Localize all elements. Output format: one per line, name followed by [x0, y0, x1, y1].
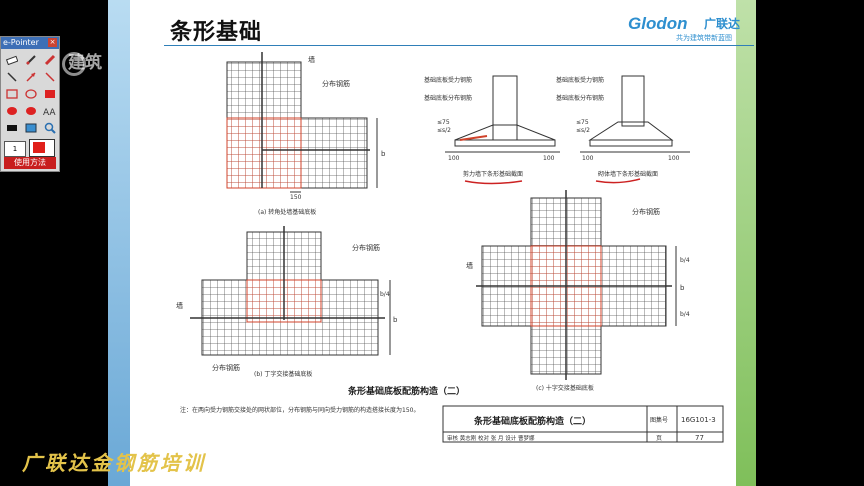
section-shear-wall	[445, 75, 560, 153]
caption-masonry: 砌体墙下条形基础截面	[598, 170, 658, 178]
caption-c: (c) 十字交接基础底板	[536, 384, 594, 392]
note-text: 注：在两向受力钢筋交接处的网状部位，分布钢筋与同向受力钢筋的构造搭接长度为150…	[180, 406, 419, 414]
label-s2: ≤s/2	[437, 127, 451, 134]
page-label: 页	[656, 435, 662, 442]
slide-left-stripe	[108, 0, 130, 486]
current-color-swatch	[33, 142, 45, 153]
label-wall-a: 墙	[308, 55, 315, 64]
pen-icon[interactable]	[23, 53, 39, 67]
figure-b-tee	[190, 226, 391, 356]
toolbar-close-button[interactable]: ×	[48, 38, 57, 47]
arrow-icon[interactable]	[23, 70, 39, 84]
label-100-c: 100	[582, 155, 594, 162]
label-150: 150	[290, 194, 302, 201]
label-b-c: b	[680, 284, 685, 292]
label-wall-c: 墙	[466, 261, 473, 270]
section-masonry-wall	[580, 75, 690, 153]
watermark-icon	[62, 52, 86, 76]
highlight-icon[interactable]	[4, 121, 20, 135]
rect-fill-icon[interactable]	[42, 87, 58, 101]
logo-cn-text: 广联达	[704, 17, 741, 31]
training-banner: 广联达金钢筋培训	[22, 451, 206, 475]
underline-masonry	[595, 178, 641, 184]
line-width-select[interactable]: 1	[4, 141, 26, 157]
figure-c-cross	[476, 190, 677, 380]
slide-right-stripe	[736, 0, 756, 486]
label-b4-c: b/4	[680, 257, 690, 264]
label-100-d: 100	[668, 155, 680, 162]
font-icon[interactable]: AA	[42, 104, 58, 118]
title-divider	[164, 45, 754, 46]
label-dist-c: 分布钢筋	[632, 207, 660, 216]
label-dist-b2: 分布钢筋	[212, 363, 240, 372]
label-b-b: b	[393, 316, 398, 324]
title-block	[442, 405, 724, 443]
label-b4-c2: b/4	[680, 311, 690, 318]
slide-title: 条形基础	[170, 20, 263, 45]
label-main-bar-2: 基础底板受力钢筋	[556, 76, 604, 84]
underline-shear	[464, 180, 523, 185]
label-b-a: b	[381, 150, 386, 158]
zoom-icon[interactable]	[42, 121, 58, 135]
screen-icon[interactable]	[23, 121, 39, 135]
color-picker[interactable]	[29, 139, 55, 157]
page-number: 77	[695, 434, 704, 442]
atlas-label: 图集号	[650, 416, 668, 424]
glodon-logo: Glodon	[628, 14, 688, 33]
label-100-a: 100	[448, 155, 460, 162]
caption-a: (a) 转角处墙基础底板	[258, 208, 316, 216]
epointer-toolbar: e-Pointer × AA 1 使用方法	[0, 36, 60, 172]
slide	[108, 0, 756, 486]
main-caption: 条形基础底板配筋构造（二）	[347, 385, 465, 397]
label-75: ≤75	[437, 119, 450, 126]
text-icon[interactable]	[23, 104, 39, 118]
label-s2-b: ≤s/2	[576, 127, 590, 134]
eraser-icon[interactable]	[4, 53, 20, 67]
atlas-number: 16G101-3	[681, 416, 716, 424]
label-dist-a: 分布钢筋	[322, 79, 350, 88]
logo-slogan: 共为建筑带新蓝图	[676, 34, 732, 42]
marker-icon[interactable]	[42, 53, 58, 67]
watermark-text: 建筑	[68, 53, 102, 73]
label-dist-bar-1: 基础底板分布钢筋	[424, 94, 472, 102]
line-icon[interactable]	[4, 70, 20, 84]
rect-outline-icon[interactable]	[4, 87, 20, 101]
label-dist-bar-2: 基础底板分布钢筋	[556, 94, 604, 102]
help-button[interactable]: 使用方法	[4, 157, 56, 169]
label-75-b: ≤75	[576, 119, 589, 126]
dash-icon[interactable]	[42, 70, 58, 84]
label-main-bar-1: 基础底板受力钢筋	[424, 76, 472, 84]
caption-b: (b) 丁字交接基础底板	[254, 370, 312, 378]
toolbar-title: e-Pointer	[1, 37, 59, 49]
label-100-b: 100	[543, 155, 555, 162]
title-block-name: 条形基础底板配筋构造（二）	[473, 415, 591, 427]
label-dist-b: 分布钢筋	[352, 243, 380, 252]
label-b4-b: b/4	[380, 291, 390, 298]
ellipse-fill-icon[interactable]	[4, 104, 20, 118]
figure-a-corner	[226, 52, 378, 193]
review-row: 审核 黄志刚 校对 张 月 设计 曹梦娜	[447, 434, 535, 442]
svg-text:AA: AA	[43, 108, 56, 116]
label-wall-b: 墙	[176, 301, 183, 310]
caption-shear: 剪力墙下条形基础截面	[463, 170, 523, 178]
ellipse-outline-icon[interactable]	[23, 87, 39, 101]
